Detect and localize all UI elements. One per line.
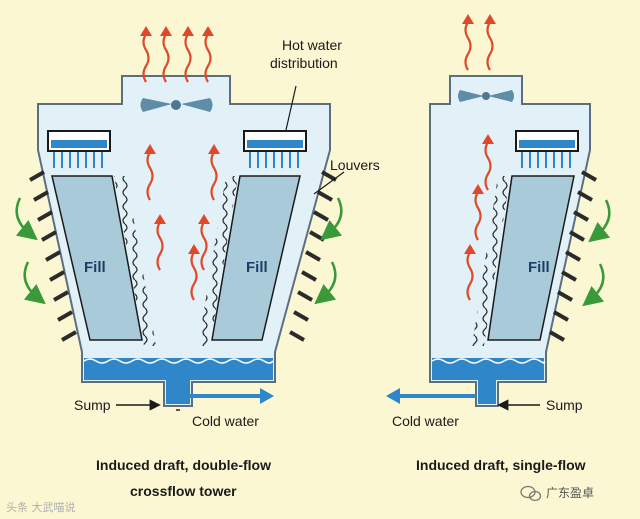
fill-block-right [211, 175, 301, 341]
caption-left-line2: crossflow tower [130, 483, 237, 499]
watermark-left: 头条 大武喵说 [6, 500, 76, 514]
drift-eliminator-single [472, 176, 510, 346]
louvers-single [549, 170, 597, 342]
hot-water-label-line2: distribution [270, 55, 338, 71]
caption-left-line1: Induced draft, double-flow [96, 457, 271, 473]
sump-water-right [432, 358, 544, 380]
hot-air-arrowheads-single [462, 14, 496, 254]
louvers-label: Louvers [330, 157, 380, 173]
hot-air-arrows [142, 33, 218, 301]
hot-water-label-line1: Hot water [282, 37, 342, 53]
hot-water-basin-right [243, 130, 307, 152]
single-flow-tower [386, 14, 611, 411]
water-spray-left [53, 152, 103, 168]
air-inlet-arrows-single [582, 199, 611, 307]
fill-block-single [487, 175, 575, 341]
sump-label-right: Sump [546, 397, 583, 413]
hot-water-basin-right-tower [515, 130, 579, 152]
air-inlet-arrows-left [15, 197, 46, 305]
sump-water [84, 358, 273, 380]
sump-label-left: Sump [74, 397, 111, 413]
watermark-right: 广东盈卓 [546, 486, 594, 500]
air-inlet-arrows-right [314, 197, 343, 305]
wechat-icon [520, 485, 542, 502]
fan [140, 98, 213, 112]
drift-eliminator-left [114, 176, 156, 346]
hot-water-basin-left [47, 130, 111, 152]
fan-right [458, 90, 514, 102]
cold-water-label-left: Cold water [192, 413, 259, 429]
caption-right-line1: Induced draft, single-flow [416, 457, 586, 473]
hot-air-arrowheads [140, 26, 220, 254]
fill-label-right: Fill [246, 259, 268, 276]
double-flow-tower [15, 26, 345, 411]
louvers-left [29, 170, 77, 342]
water-spray-right-tower [521, 152, 571, 168]
cold-water-label-right: Cold water [392, 413, 459, 429]
fill-label-left: Fill [84, 259, 106, 276]
drift-eliminator-right [198, 176, 238, 346]
hot-air-arrows-single [464, 21, 494, 301]
water-spray-right [249, 152, 299, 168]
fill-block-left [51, 175, 143, 341]
fill-label-single: Fill [528, 259, 550, 276]
